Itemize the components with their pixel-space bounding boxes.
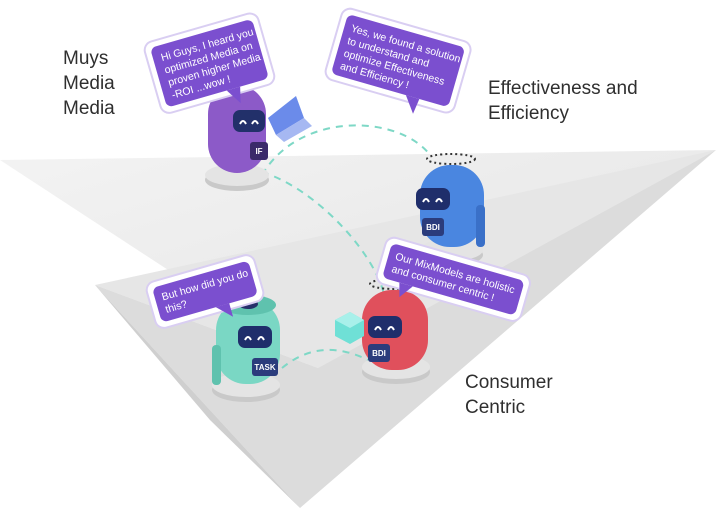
robot-blue: BDI (416, 153, 485, 247)
bubble-purple: Hi Guys, I heard you optimized Media on … (143, 12, 276, 114)
bubble-blue: Yes, we found a solution to understand a… (324, 7, 472, 114)
robot-purple-chip-text: IF (255, 147, 262, 156)
label-muys-line-3: Media (63, 98, 115, 119)
label-muys-media: Muys Media Media (63, 46, 115, 121)
label-consumer-centric: Consumer Centric (465, 370, 553, 420)
bubble-teal-line-2: this? (164, 298, 189, 316)
robot-blue-visor (416, 188, 450, 210)
robot-purple-visor (233, 110, 265, 132)
laptop-icon (268, 96, 304, 135)
robot-blue-chip (422, 218, 444, 236)
robot-purple-chip (250, 142, 268, 160)
label-effectiveness-line-1: Effectiveness and (488, 78, 638, 99)
label-effectiveness-line-2: Efficiency (488, 103, 569, 124)
robot-purple: IF (208, 85, 312, 173)
robot-red-chip (368, 344, 390, 362)
label-muys-line-2: Media (63, 73, 115, 94)
connector-purple-blue (261, 124, 431, 176)
robot-teal-chip (252, 358, 278, 376)
label-muys-line-1: Muys (63, 48, 109, 69)
bubble-teal: But how did you do this? (145, 254, 265, 329)
robot-red-visor (368, 316, 402, 338)
robot-blue-halo (426, 153, 476, 165)
label-consumer-line-2: Centric (465, 397, 526, 418)
label-effectiveness: Effectiveness and Efficiency (488, 76, 638, 126)
connectors (261, 124, 431, 369)
robot-red-chip-text: BDI (372, 349, 386, 358)
robot-teal-visor (238, 326, 272, 348)
robot-red: BDI (335, 278, 428, 370)
robot-teal-chip-text: TASK (254, 363, 275, 372)
plane-keel (95, 285, 300, 508)
robot-blue-chip-text: BDI (426, 223, 440, 232)
label-consumer-line-1: Consumer (465, 372, 553, 393)
